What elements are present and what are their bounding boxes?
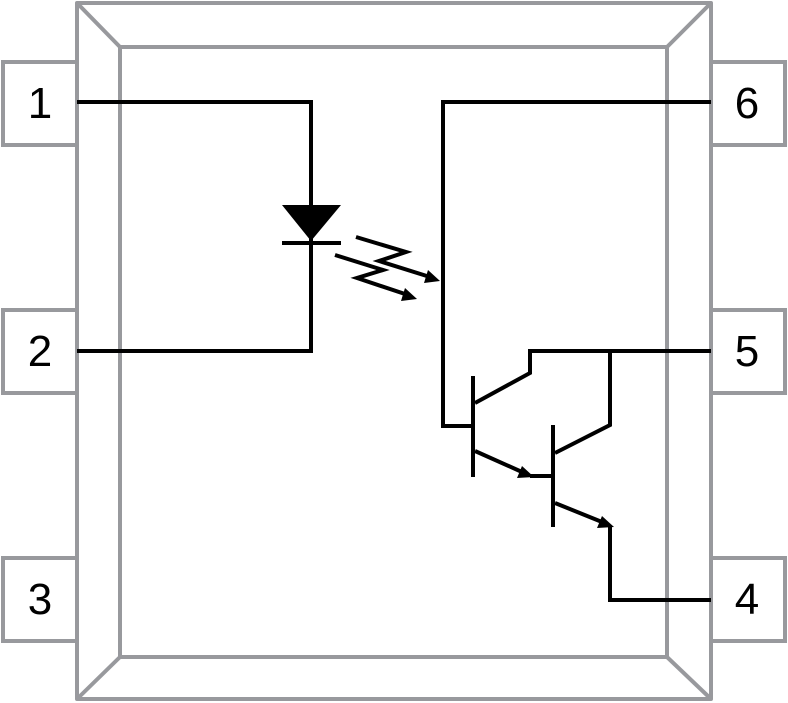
pin-2: 2 bbox=[1, 308, 79, 395]
pin-4-label: 4 bbox=[735, 575, 759, 624]
led bbox=[77, 100, 341, 353]
pin-6-label: 6 bbox=[735, 79, 759, 128]
light-emission-arrows bbox=[334, 235, 440, 301]
pin-5-label: 5 bbox=[735, 327, 759, 376]
pin-3-label: 3 bbox=[28, 575, 52, 624]
pin-1-label: 1 bbox=[28, 79, 52, 128]
pin-2-label: 2 bbox=[28, 327, 52, 376]
pin-4: 4 bbox=[709, 556, 787, 643]
pin-6: 6 bbox=[709, 60, 787, 147]
darlington-transistor bbox=[441, 100, 711, 602]
pin-5: 5 bbox=[709, 308, 787, 395]
led-diode-icon bbox=[282, 205, 341, 241]
pin-3: 3 bbox=[1, 556, 79, 643]
pin-1: 1 bbox=[1, 60, 79, 147]
